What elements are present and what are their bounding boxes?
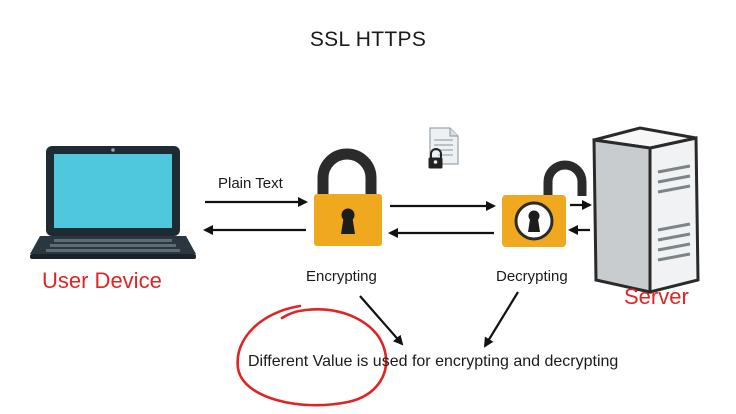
laptop-icon (30, 146, 196, 259)
highlight-circle (236, 304, 388, 407)
diagram-title: SSL HTTPS (309, 28, 427, 51)
user-device-label: User Device (42, 268, 162, 293)
arrow-encrypting-to-note (359, 295, 404, 346)
decrypting-label: Decrypting (496, 268, 568, 285)
plain-text-label: Plain Text (218, 175, 283, 192)
arrow-decrypting-to-note (483, 291, 519, 348)
note-text: Different Value is used for encrypting a… (248, 353, 619, 370)
server-label: Server (624, 284, 689, 309)
server-tower-icon (592, 126, 700, 294)
unlocked-padlock-icon (502, 160, 587, 247)
encrypting-label: Encrypting (306, 268, 377, 285)
locked-padlock-icon (314, 148, 382, 246)
document-lock-icon (428, 127, 459, 169)
